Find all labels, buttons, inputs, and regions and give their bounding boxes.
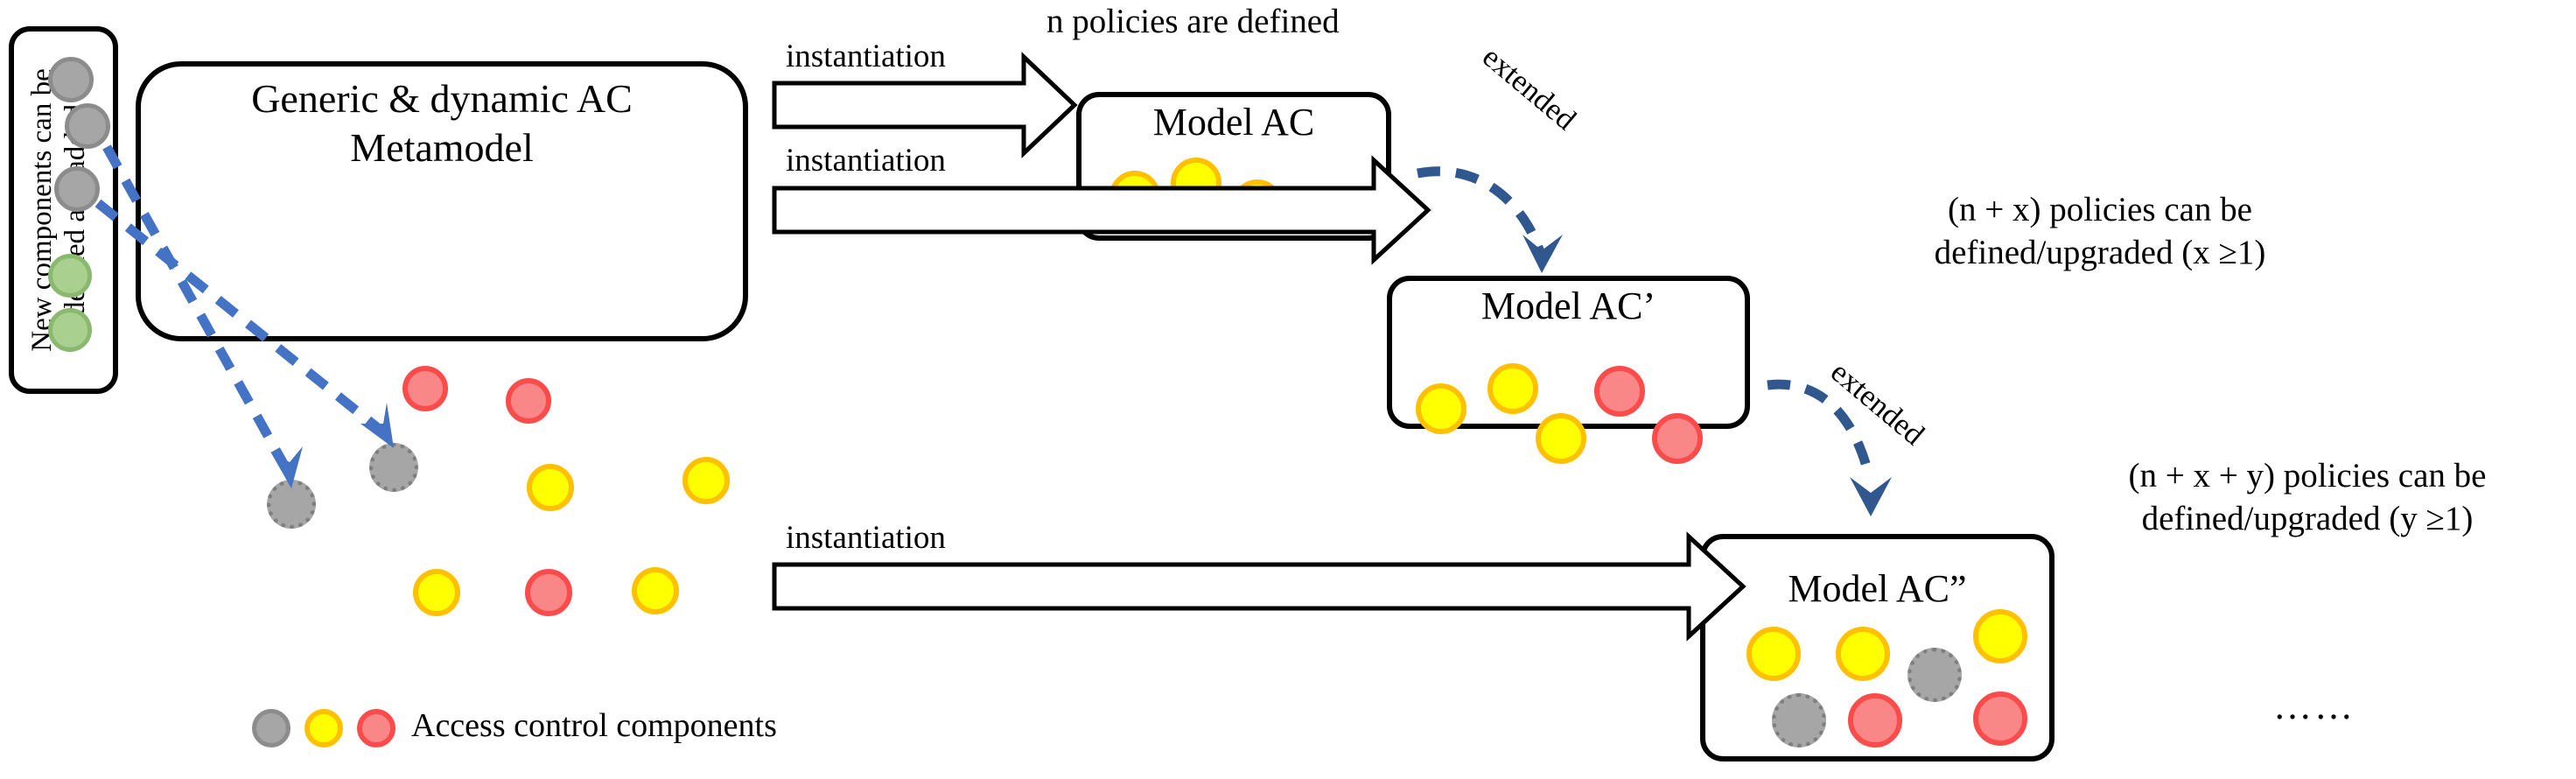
left-component-green-1 xyxy=(48,254,92,298)
model-ac-prime-component-4 xyxy=(1594,366,1645,417)
model-ac-double-prime-component-1 xyxy=(1746,627,1801,681)
metamodel-component-yellow-4 xyxy=(632,567,679,614)
model-ac-component-2 xyxy=(1171,158,1222,208)
model-ac-prime-component-5 xyxy=(1652,413,1703,464)
model-ac-prime-component-2 xyxy=(1488,363,1538,414)
model-ac-label: Model AC xyxy=(1152,101,1315,144)
instantiation-label-2: instantiation xyxy=(786,143,946,179)
note-n-plus-x-plus-y: (n + x + y) policies can be defined/upgr… xyxy=(2039,455,2576,541)
metamodel-component-yellow-2 xyxy=(682,457,730,504)
metamodel-component-red-3 xyxy=(525,569,572,616)
metamodel-component-red-1 xyxy=(402,366,448,411)
metamodel-component-grey-2 xyxy=(369,443,418,492)
left-component-green-2 xyxy=(48,308,92,352)
extended-label-1: extended xyxy=(1475,39,1583,137)
model-ac-double-prime-component-5 xyxy=(1772,693,1826,747)
note-n-plus-x: (n + x) policies can be defined/upgraded… xyxy=(1816,189,2384,275)
model-ac-double-prime-label: Model AC” xyxy=(1788,567,1967,610)
model-ac-prime-component-3 xyxy=(1536,413,1586,464)
new-component-arrowhead-2 xyxy=(360,403,394,448)
left-component-grey-2 xyxy=(65,103,110,149)
legend-swatch-yellow xyxy=(304,709,343,747)
model-ac-double-prime-component-4 xyxy=(1973,609,2027,663)
metamodel-component-grey-1 xyxy=(267,480,316,529)
note-n-plus-x-line-2: defined/upgraded (x ≥1) xyxy=(1934,233,2266,271)
top-note-n-policies: n policies are defined xyxy=(1046,3,1340,40)
extended-arrowhead-1 xyxy=(1522,235,1563,273)
note-n-plus-x-plus-y-line-1: (n + x + y) policies can be xyxy=(2128,457,2487,495)
instantiation-label-1: instantiation xyxy=(786,39,946,74)
extended-arrowhead-2 xyxy=(1850,477,1892,516)
note-n-plus-x-line-1: (n + x) policies can be xyxy=(1948,191,2252,228)
left-component-grey-3 xyxy=(54,166,100,212)
model-ac-prime-label: Model AC’ xyxy=(1480,284,1656,327)
ellipsis-more-models: …… xyxy=(2273,684,2356,727)
extended-arrow-1 xyxy=(1416,166,1545,254)
model-ac-double-prime-component-7 xyxy=(1973,691,2027,746)
metamodel-component-red-2 xyxy=(506,378,551,424)
instantiation-label-3: instantiation xyxy=(786,520,946,556)
extended-label-2: extended xyxy=(1824,354,1931,453)
left-component-grey-1 xyxy=(48,57,94,102)
legend-label: Access control components xyxy=(411,707,777,744)
note-n-plus-x-plus-y-line-2: defined/upgraded (y ≥1) xyxy=(2141,499,2474,537)
metamodel-label: Generic & dynamic AC Metamodel xyxy=(251,76,633,171)
model-ac-component-3 xyxy=(1232,179,1283,230)
model-ac-component-1 xyxy=(1110,171,1160,221)
model-ac-double-prime-component-2 xyxy=(1836,627,1890,681)
model-ac-double-prime-component-6 xyxy=(1848,693,1902,747)
model-ac-prime-component-1 xyxy=(1416,383,1466,434)
legend-swatch-red xyxy=(357,709,396,747)
legend-swatch-grey xyxy=(252,709,290,747)
model-ac-double-prime-component-3 xyxy=(1908,648,1962,702)
metamodel-component-yellow-3 xyxy=(413,569,460,616)
metamodel-component-yellow-1 xyxy=(527,464,574,511)
